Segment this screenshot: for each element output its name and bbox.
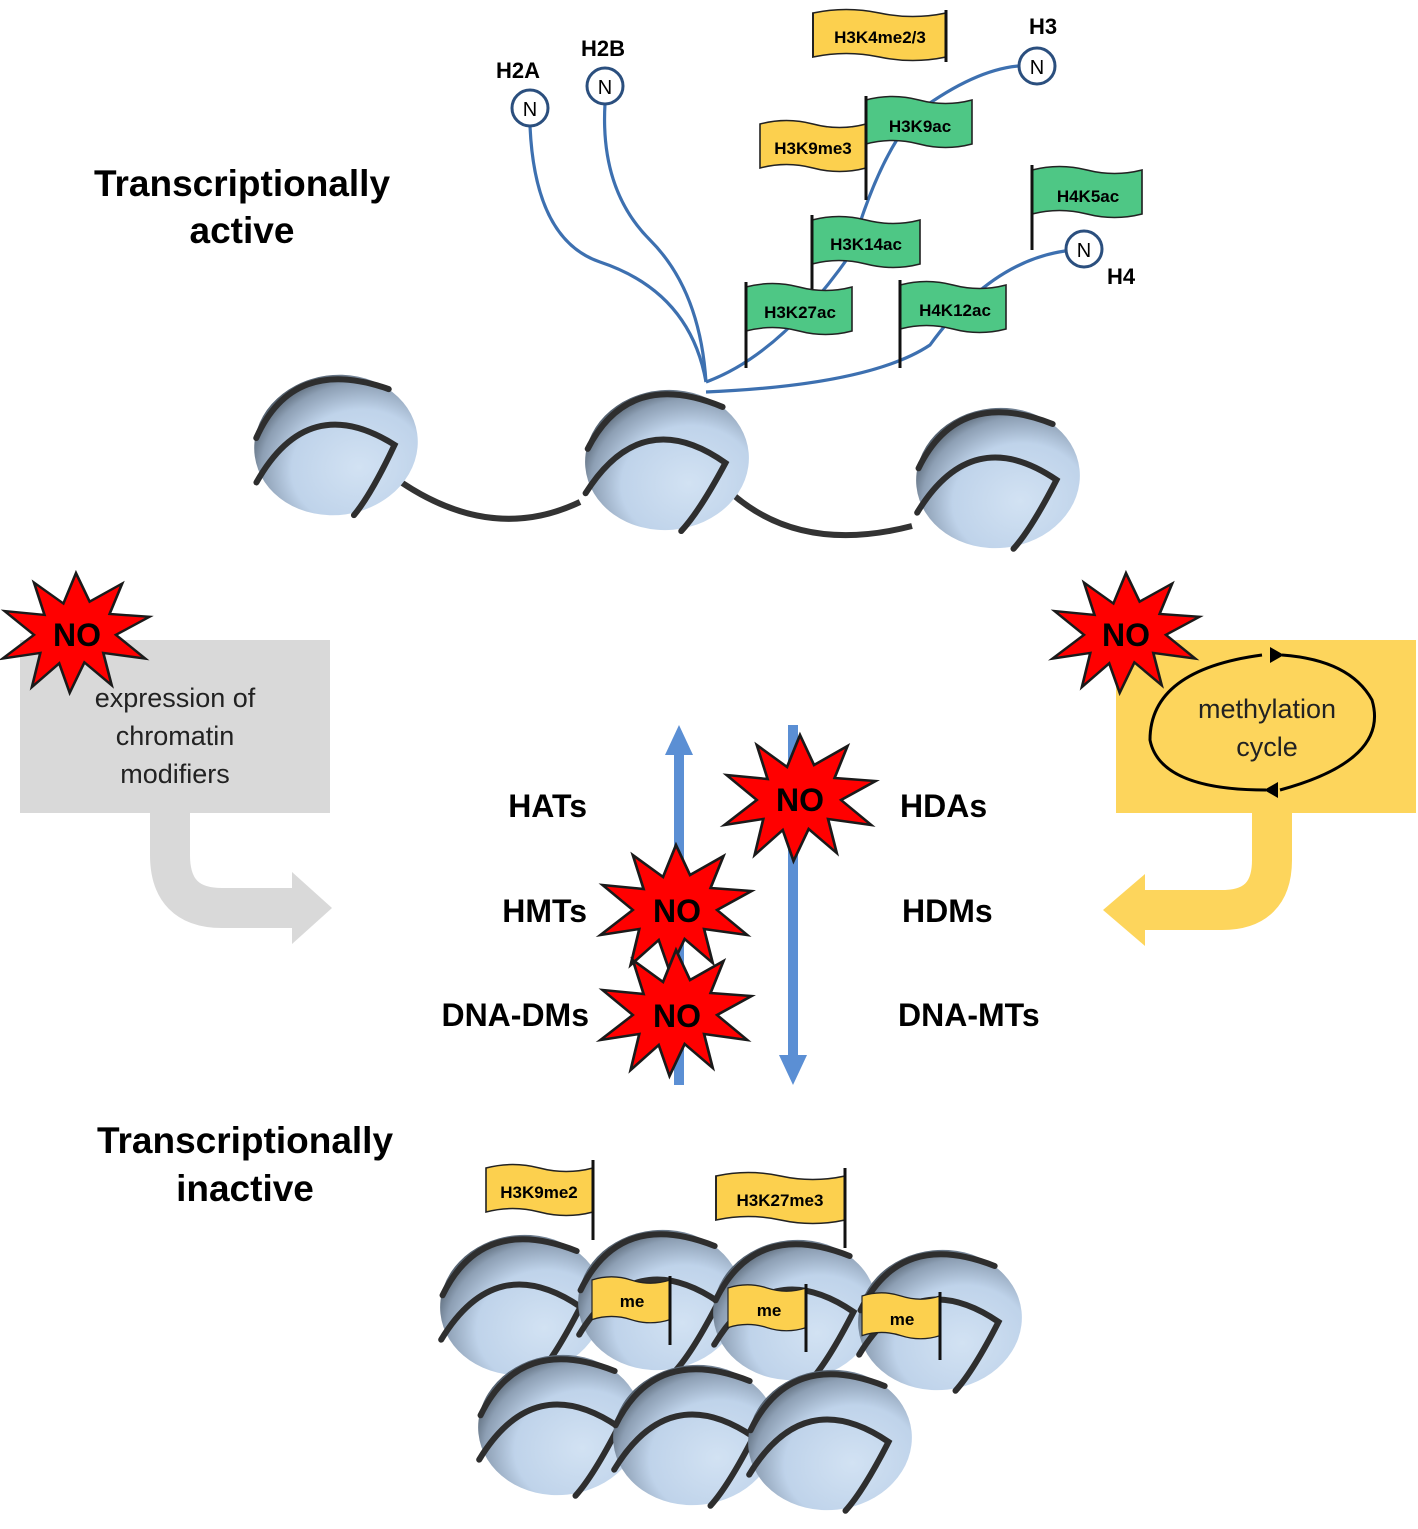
right-box-line2: cycle <box>1236 732 1298 762</box>
svg-text:H3K9ac: H3K9ac <box>889 117 951 136</box>
svg-text:NO: NO <box>1102 617 1150 653</box>
n-terminus-h4: N <box>1064 229 1104 269</box>
svg-text:N: N <box>1077 240 1091 262</box>
left-box-line3: modifiers <box>120 759 230 789</box>
no-badge-left-box: NO <box>1 571 151 695</box>
no-badge-dna-dms: NO <box>599 948 753 1078</box>
histone-label-h3: H3 <box>1029 14 1057 39</box>
svg-text:H3K9me2: H3K9me2 <box>500 1183 578 1202</box>
left-box-line1: expression of <box>95 683 256 713</box>
histone-tails <box>528 64 1066 394</box>
no-badge-hmts: NO <box>599 843 753 973</box>
flag-h3k9me3: H3K9me3 <box>759 119 868 200</box>
inactive-label-line1: Transcriptionally <box>97 1120 394 1161</box>
svg-text:N: N <box>523 99 537 121</box>
methylation-cycle-box <box>1116 640 1416 813</box>
active-label-line2: active <box>190 210 295 251</box>
nucleosome <box>577 383 755 539</box>
enzyme-dna-mts: DNA-MTs <box>898 997 1040 1033</box>
flag-h4k12ac: H4K12ac <box>898 280 1007 368</box>
enzyme-hmts: HMTs <box>502 893 587 929</box>
flag-h3k14ac: H3K14ac <box>810 215 921 290</box>
gray-arrow-head <box>292 872 332 944</box>
svg-text:N: N <box>1030 57 1044 79</box>
svg-text:NO: NO <box>653 998 701 1034</box>
svg-text:H3K27ac: H3K27ac <box>764 303 836 322</box>
svg-text:NO: NO <box>653 893 701 929</box>
no-badge-hdas: NO <box>723 733 877 863</box>
flag-h3k9ac: H3K9ac <box>864 95 973 160</box>
cycle-arrowhead <box>1270 647 1284 663</box>
svg-text:H3K4me2/3: H3K4me2/3 <box>834 28 926 47</box>
n-terminus-h3: N <box>1017 46 1057 86</box>
histone-label-h2b: H2B <box>581 36 625 61</box>
nucleosome <box>243 364 427 528</box>
flag-h3k9me2: H3K9me2 <box>485 1160 595 1240</box>
active-label-line1: Transcriptionally <box>94 163 391 204</box>
enzyme-dna-dms: DNA-DMs <box>441 997 589 1033</box>
left-box-line2: chromatin <box>116 721 235 751</box>
right-box-line1: methylation <box>1198 694 1336 724</box>
inactive-label-line2: inactive <box>176 1168 314 1209</box>
svg-text:H3K27me3: H3K27me3 <box>737 1191 824 1210</box>
no-badge-right-box: NO <box>1051 571 1201 695</box>
yellow-arrow-shaft <box>1140 813 1292 930</box>
linker-dna <box>727 489 913 539</box>
flag-me: me <box>591 1276 672 1345</box>
flag-me: me <box>861 1292 942 1360</box>
up-arrow-head <box>665 725 693 755</box>
svg-text:N: N <box>598 77 612 99</box>
svg-text:me: me <box>757 1301 782 1320</box>
svg-text:H4K5ac: H4K5ac <box>1057 187 1119 206</box>
gray-arrow-shaft <box>150 813 300 928</box>
svg-text:H3K14ac: H3K14ac <box>830 235 902 254</box>
svg-text:NO: NO <box>776 782 824 818</box>
histone-label-h4: H4 <box>1107 264 1136 289</box>
linker-dna <box>393 475 582 522</box>
svg-text:H3K9me3: H3K9me3 <box>774 139 852 158</box>
flag-h3k4me2-3: H3K4me2/3 <box>812 8 948 62</box>
yellow-arrow-head <box>1103 874 1145 946</box>
n-terminus-h2a: N <box>510 88 550 128</box>
cycle-loop <box>1148 653 1377 792</box>
down-arrow-head <box>779 1055 807 1085</box>
enzyme-hats: HATs <box>508 788 587 824</box>
cycle-arrowhead <box>1264 782 1278 798</box>
flag-h3k27ac: H3K27ac <box>744 282 853 368</box>
enzyme-hdms: HDMs <box>902 893 993 929</box>
svg-text:NO: NO <box>53 617 101 653</box>
svg-text:H4K12ac: H4K12ac <box>919 301 991 320</box>
nucleosome <box>907 400 1087 559</box>
flag-h3k27me3: H3K27me3 <box>715 1168 847 1248</box>
svg-text:me: me <box>620 1292 645 1311</box>
histone-label-h2a: H2A <box>496 58 540 83</box>
svg-text:me: me <box>890 1310 915 1329</box>
flag-h4k5ac: H4K5ac <box>1030 165 1143 250</box>
flag-me: me <box>727 1284 808 1352</box>
condensed-chromatin: me me me <box>431 1222 1029 1521</box>
enzyme-hdas: HDAs <box>900 788 987 824</box>
n-terminus-h2b: N <box>585 66 625 106</box>
